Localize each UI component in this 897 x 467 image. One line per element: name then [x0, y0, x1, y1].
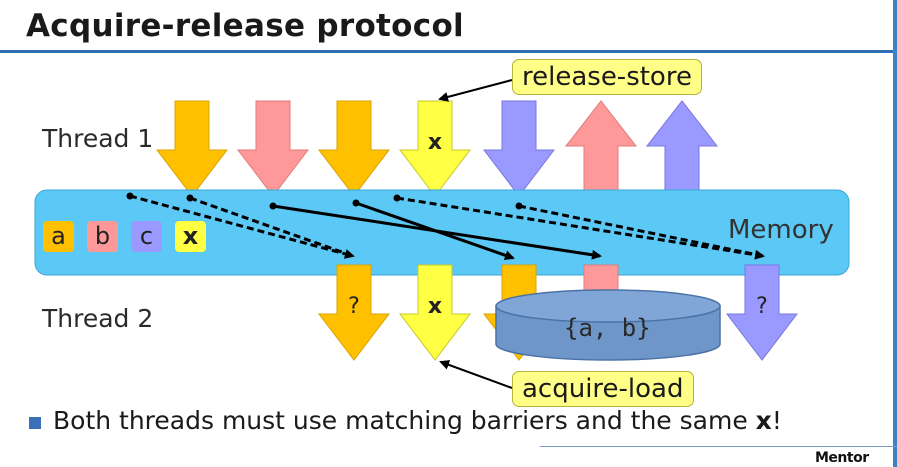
memory-chip-a: a [43, 221, 74, 252]
t1-arrow-a-2 [317, 100, 391, 197]
t1-arrow-b [236, 100, 310, 197]
t1-arrow-a-1 [155, 100, 229, 197]
t2-arrow-a-1 [317, 264, 391, 361]
thread-1-label: Thread 1 [42, 124, 154, 153]
database-cylinder [495, 289, 721, 361]
release-pointer [438, 79, 513, 102]
memory-chip-b: b [87, 221, 118, 252]
t1-arrow-c-up [645, 100, 719, 197]
dashed-transfer-arrows [129, 194, 765, 260]
t2-arrow-c [725, 264, 799, 361]
solid-transfer-arrows [272, 201, 602, 261]
page-title: Acquire-release protocol [26, 8, 464, 44]
arrow-origin-dots [126, 192, 523, 210]
bullet-text-end: ! [771, 406, 782, 435]
mentor-logo: Mentor [815, 450, 869, 466]
bullet-text: Both threads must use matching barriers … [53, 406, 782, 435]
release-store-callout: release-store [512, 59, 702, 95]
t2-question-label-2: ? [756, 294, 768, 319]
thread-2-label: Thread 2 [42, 304, 154, 333]
t1-x-label: x [427, 130, 443, 155]
acquire-load-callout: acquire-load [512, 371, 694, 407]
t1-arrow-c-down [482, 100, 556, 197]
right-edge-bar [893, 0, 897, 467]
t1-arrow-b-up [564, 100, 638, 197]
t2-x-label: x [427, 294, 443, 319]
bottom-rule [540, 446, 897, 447]
bullet-text-main: Both threads must use matching barriers … [53, 406, 756, 435]
bullet-text-bold: x [755, 406, 772, 435]
acquire-pointer [439, 360, 513, 389]
memory-chip-x: x [175, 221, 206, 252]
bullet-marker [29, 417, 41, 429]
t2-arrow-x [398, 264, 472, 361]
t1-arrow-x [398, 100, 472, 197]
t2-question-label-1: ? [348, 294, 360, 319]
memory-label: Memory [728, 215, 834, 245]
memory-chip-c: c [131, 221, 162, 252]
database-label: {a, b} [564, 314, 651, 342]
title-rule [0, 50, 897, 53]
